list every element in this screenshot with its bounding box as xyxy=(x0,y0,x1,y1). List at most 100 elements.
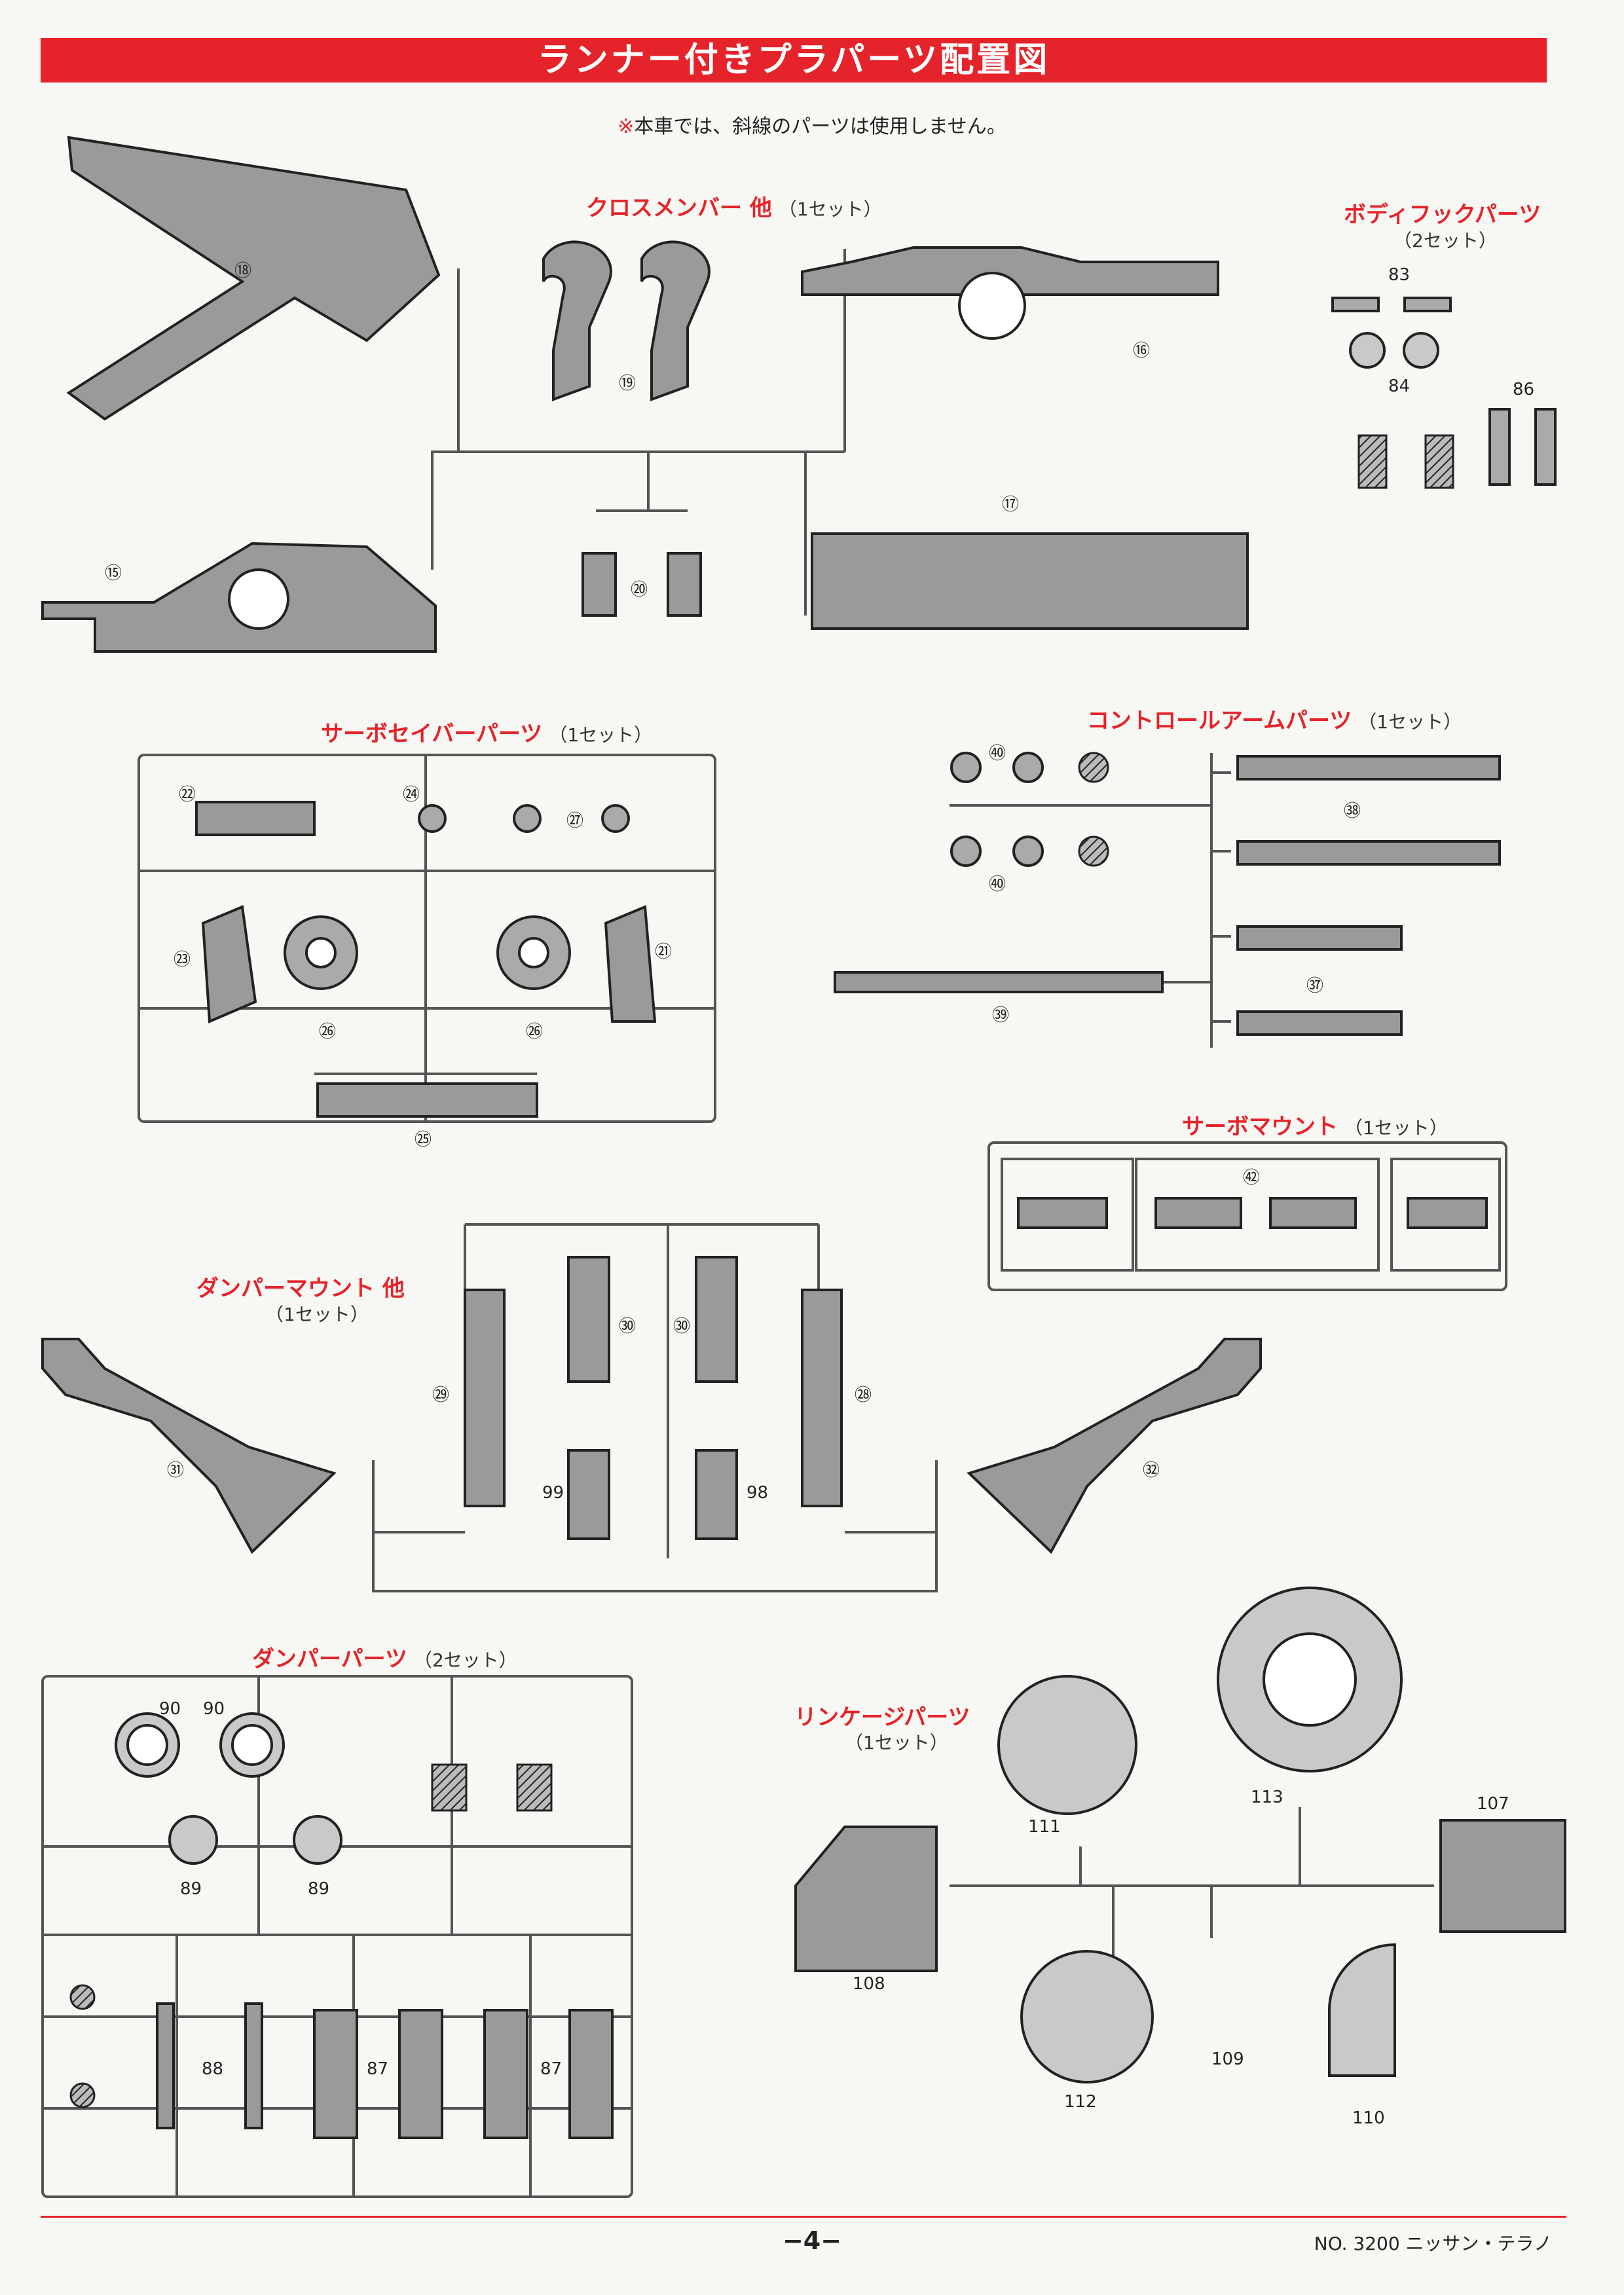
part-arms xyxy=(834,755,1501,1036)
damper-mount-count: （1セット） xyxy=(265,1304,369,1325)
label-32: ㉜ xyxy=(1143,1461,1160,1480)
part-89-cup xyxy=(168,1815,218,1865)
servo-mount-title: サーボマウント（1セット） xyxy=(1182,1114,1448,1140)
label-26b: ㉖ xyxy=(526,1022,544,1042)
part-86-posts xyxy=(1488,408,1557,486)
label-87b: 87 xyxy=(540,2059,563,2079)
label-26: ㉖ xyxy=(319,1022,337,1042)
part-88-rods xyxy=(156,2002,263,2129)
label-25: ㉕ xyxy=(415,1130,432,1150)
label-99: 99 xyxy=(542,1483,564,1503)
label-27: ㉗ xyxy=(566,811,584,831)
label-18: ⑱ xyxy=(234,261,252,281)
label-21: ㉑ xyxy=(655,942,673,962)
part-20-clips xyxy=(581,552,702,617)
label-89: 89 xyxy=(180,1879,202,1899)
label-98: 98 xyxy=(747,1483,769,1503)
label-90b: 90 xyxy=(203,1699,225,1719)
label-42: ㊷ xyxy=(1243,1168,1261,1188)
part-32-wing xyxy=(967,1338,1262,1554)
label-113: 113 xyxy=(1251,1788,1283,1807)
part-87-caps xyxy=(313,2009,614,2139)
part-89-cup-2 xyxy=(293,1815,342,1865)
label-31: ㉛ xyxy=(167,1461,185,1480)
part-108-plate xyxy=(794,1826,938,1972)
label-87: 87 xyxy=(367,2059,389,2079)
body-hook-title: ボディフックパーツ xyxy=(1344,202,1541,228)
part-stays xyxy=(464,1256,843,1540)
label-109: 109 xyxy=(1211,2049,1244,2069)
page-number: −4− xyxy=(782,2226,842,2255)
label-30b: ㉚ xyxy=(673,1317,691,1336)
part-40-hatched-2 xyxy=(1078,835,1109,867)
note-mark: ※ xyxy=(618,115,635,138)
label-15: ⑮ xyxy=(105,564,122,583)
runner-damper-parts xyxy=(41,1675,633,2198)
linkage-title: リンケージパーツ xyxy=(794,1704,970,1731)
label-24: ㉔ xyxy=(403,785,420,805)
runner-damper-mount xyxy=(372,1223,938,1592)
label-40b: ㊵ xyxy=(989,875,1006,894)
label-86: 86 xyxy=(1513,380,1535,399)
part-112-disc xyxy=(1020,1950,1154,2084)
label-108: 108 xyxy=(853,1974,885,1994)
model-number: NO. 3200 ニッサン・テラノ xyxy=(1314,2233,1552,2254)
label-110: 110 xyxy=(1352,2108,1385,2128)
unused-parts-note: ※本車では、斜線のパーツは使用しません。 xyxy=(0,110,1624,139)
label-40: ㊵ xyxy=(989,744,1006,763)
body-hook-count: （2セット） xyxy=(1393,230,1497,251)
runner-linkage xyxy=(950,1807,1434,1958)
damper-parts-title: ダンパーパーツ（2セット） xyxy=(252,1646,517,1672)
part-84-ring xyxy=(1349,332,1386,369)
part-18-brace xyxy=(66,136,441,421)
part-hatched-dot-2 xyxy=(69,2082,96,2108)
label-17: ⑰ xyxy=(1002,495,1020,515)
servo-saver-title: サーボセイバーパーツ（1セット） xyxy=(321,721,653,747)
part-83-hooks xyxy=(1331,297,1452,312)
label-29: ㉙ xyxy=(432,1386,450,1405)
part-31-wing xyxy=(41,1338,337,1554)
runner-servo-mount xyxy=(987,1141,1507,1291)
label-37: ㊲ xyxy=(1306,976,1324,996)
part-111-disc xyxy=(997,1675,1137,1815)
label-22: ㉒ xyxy=(179,785,196,805)
part-19-hook-2 xyxy=(640,240,710,401)
label-107: 107 xyxy=(1477,1794,1509,1814)
label-28: ㉘ xyxy=(855,1386,872,1405)
part-hatched-dot xyxy=(69,1984,96,2010)
part-hatched-spacer xyxy=(431,1763,468,1812)
part-40-hatched xyxy=(1078,752,1109,783)
control-arm-title: コントロールアームパーツ（1セット） xyxy=(1087,708,1462,734)
label-111: 111 xyxy=(1028,1817,1061,1837)
label-88: 88 xyxy=(202,2059,224,2079)
label-83: 83 xyxy=(1388,265,1411,285)
part-17-plate xyxy=(811,532,1249,630)
part-19-hook xyxy=(542,240,612,401)
label-112: 112 xyxy=(1064,2092,1097,2112)
label-20: ⑳ xyxy=(631,580,648,600)
cross-member-title: クロスメンバー 他（1セット） xyxy=(586,195,882,221)
part-107-bracket xyxy=(1439,1819,1566,1933)
part-22-arm xyxy=(195,801,316,836)
label-84: 84 xyxy=(1388,376,1411,396)
part-23-lever xyxy=(201,905,257,1023)
label-16: ⑯ xyxy=(1133,341,1151,361)
part-84-ring-2 xyxy=(1403,332,1439,369)
label-89b: 89 xyxy=(308,1879,330,1899)
label-19: ⑲ xyxy=(619,374,637,394)
label-39: ㊴ xyxy=(992,1006,1010,1025)
part-85-hatched-2 xyxy=(1424,434,1454,489)
part-25-block xyxy=(316,1082,538,1118)
part-110-quarter xyxy=(1328,1943,1396,2077)
damper-mount-title: ダンパーマウント 他 xyxy=(196,1276,405,1302)
part-21-lever xyxy=(604,905,657,1023)
page-banner-title: ランナー付きプラパーツ配置図 xyxy=(41,38,1547,83)
label-38: ㊳ xyxy=(1344,801,1361,821)
label-23: ㉓ xyxy=(174,950,191,970)
part-hatched-spacer-2 xyxy=(516,1763,553,1812)
runner-cross-member xyxy=(431,249,846,615)
part-85-hatched xyxy=(1357,434,1388,489)
footer-rule xyxy=(41,2216,1566,2218)
